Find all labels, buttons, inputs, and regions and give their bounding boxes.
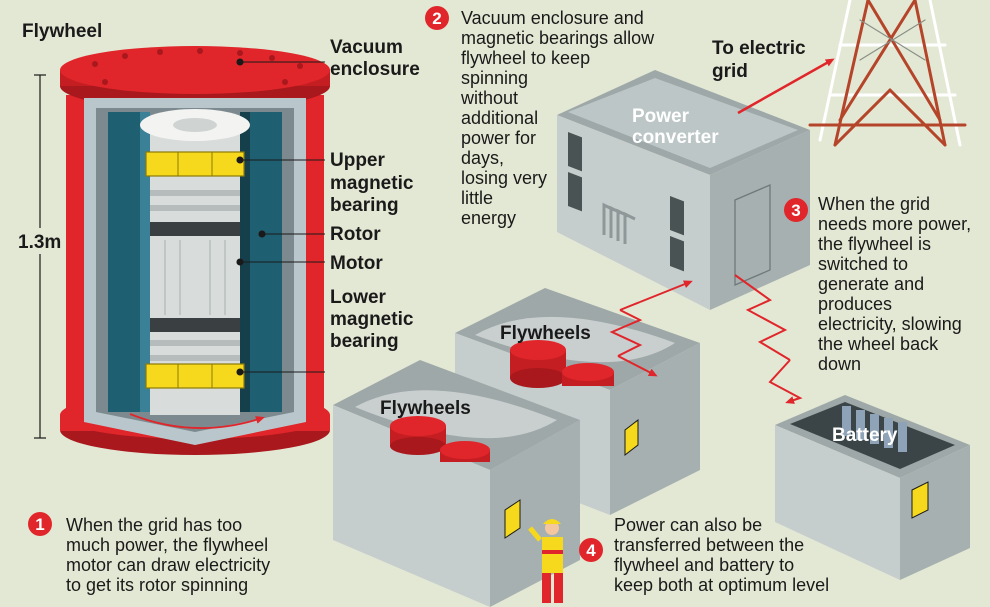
step-1: 1 When the grid has too much power, the … xyxy=(28,512,275,595)
step-3-number: 3 xyxy=(791,201,800,220)
battery-unit xyxy=(775,395,970,580)
step-2-text: Vacuum enclosure and magnetic bearings a… xyxy=(460,8,659,228)
label-leaders xyxy=(236,58,325,376)
flywheel-title: Flywheel xyxy=(22,21,102,42)
step-4-number: 4 xyxy=(586,541,596,560)
hazard-sign-icon xyxy=(911,481,929,519)
step-1-number: 1 xyxy=(35,515,44,534)
to-grid-arrow-icon xyxy=(737,58,835,115)
lower-magnetic-bearing xyxy=(145,363,245,389)
hazard-sign-icon xyxy=(624,418,639,457)
step-2-number: 2 xyxy=(432,9,441,28)
flywheel-cutaway xyxy=(18,46,330,455)
step-3: 3 When the grid needs more power, the fl… xyxy=(784,194,976,374)
to-grid-label: To electric grid xyxy=(712,38,811,82)
spin-arrow-icon xyxy=(129,413,265,429)
vacuum-enclosure-lid xyxy=(60,46,330,94)
lower-bearing-label: Lower magnetic bearing xyxy=(330,287,419,352)
electric-pylon-icon xyxy=(808,0,967,147)
step-4-text: Power can also be transferred between th… xyxy=(614,515,829,595)
upper-bearing-label: Upper magnetic bearing xyxy=(330,150,419,216)
motor-band-lower xyxy=(150,318,240,332)
step-3-text: When the grid needs more power, the flyw… xyxy=(818,194,976,374)
battery-label: Battery xyxy=(832,425,898,446)
power-flow-arrows xyxy=(609,274,803,404)
height-label: 1.3m xyxy=(18,232,61,253)
flywheels-unit-front xyxy=(333,360,580,607)
motor-band-upper xyxy=(150,222,240,236)
flywheels-label-front: Flywheels xyxy=(380,398,471,419)
worker-icon xyxy=(528,519,563,603)
hazard-sign-icon xyxy=(504,499,521,539)
vacuum-enclosure-label: Vacuum enclosure xyxy=(330,37,420,80)
flywheels-label-back: Flywheels xyxy=(500,323,591,344)
height-dimension xyxy=(34,74,46,439)
step-4: 4 Power can also be transferred between … xyxy=(579,515,829,595)
rotor-label: Rotor xyxy=(330,224,381,245)
step-1-text: When the grid has too much power, the fl… xyxy=(66,515,275,595)
power-converter-label: Power converter xyxy=(632,106,719,148)
power-converter-building xyxy=(557,70,810,310)
casing-left xyxy=(108,112,144,412)
motor-label: Motor xyxy=(330,253,383,274)
upper-magnetic-bearing xyxy=(145,151,245,177)
step-2: 2 Vacuum enclosure and magnetic bearings… xyxy=(425,6,659,228)
